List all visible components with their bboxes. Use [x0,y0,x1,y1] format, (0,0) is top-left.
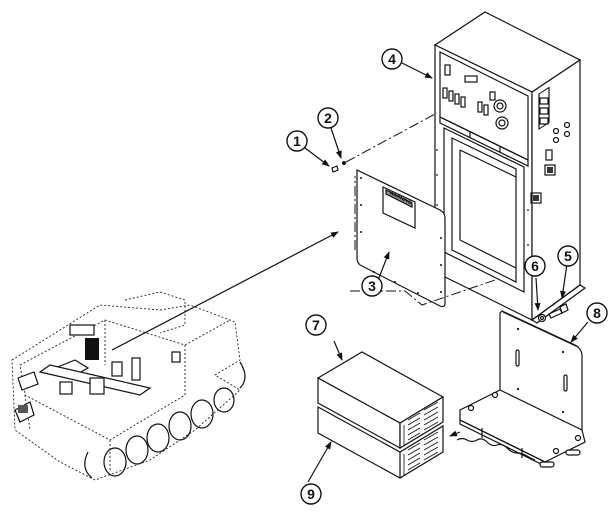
callout-9: 9 [300,483,322,505]
callout-label: 4 [388,51,396,67]
bolt [548,303,569,319]
callout-7: 7 [305,314,327,336]
callout-label: 6 [531,258,539,274]
callout-3: 3 [361,275,383,297]
washer [342,161,346,165]
callout-circle [381,48,403,70]
cover-panel: WARNING [356,169,446,308]
callout-circle [557,245,579,267]
callout-label: 7 [312,317,320,333]
nut [537,313,547,323]
equipment-cabinet [433,11,587,324]
guide-line-cabinet [345,112,438,163]
callout-circle [317,107,339,129]
location-arrow [111,231,339,351]
cable [456,437,536,461]
callout-circle [286,130,308,152]
callout-label: 3 [368,278,376,294]
callout-circle [361,275,383,297]
callout-label: 1 [293,133,301,149]
callout-5: 5 [557,245,579,267]
callout-8: 8 [586,302,608,324]
callout-4: 4 [381,48,403,70]
callout-1: 1 [286,130,308,152]
callout-label: 2 [324,110,332,126]
upper-unit [316,351,445,450]
callout-circle [524,255,546,277]
screw [331,165,339,173]
callout-circle [305,314,327,336]
callout-circle [300,483,322,505]
callout-label: 5 [564,248,572,264]
lower-unit [317,405,444,479]
vehicle-phantom-view [11,291,246,481]
callout-6: 6 [524,255,546,277]
mounting-bracket [459,310,586,468]
callout-circle [586,302,608,324]
callout-2: 2 [317,107,339,129]
cable-arrow [449,430,461,437]
callout-leaders [304,62,589,483]
callout-label: 9 [307,486,315,502]
callout-label: 8 [593,305,601,321]
